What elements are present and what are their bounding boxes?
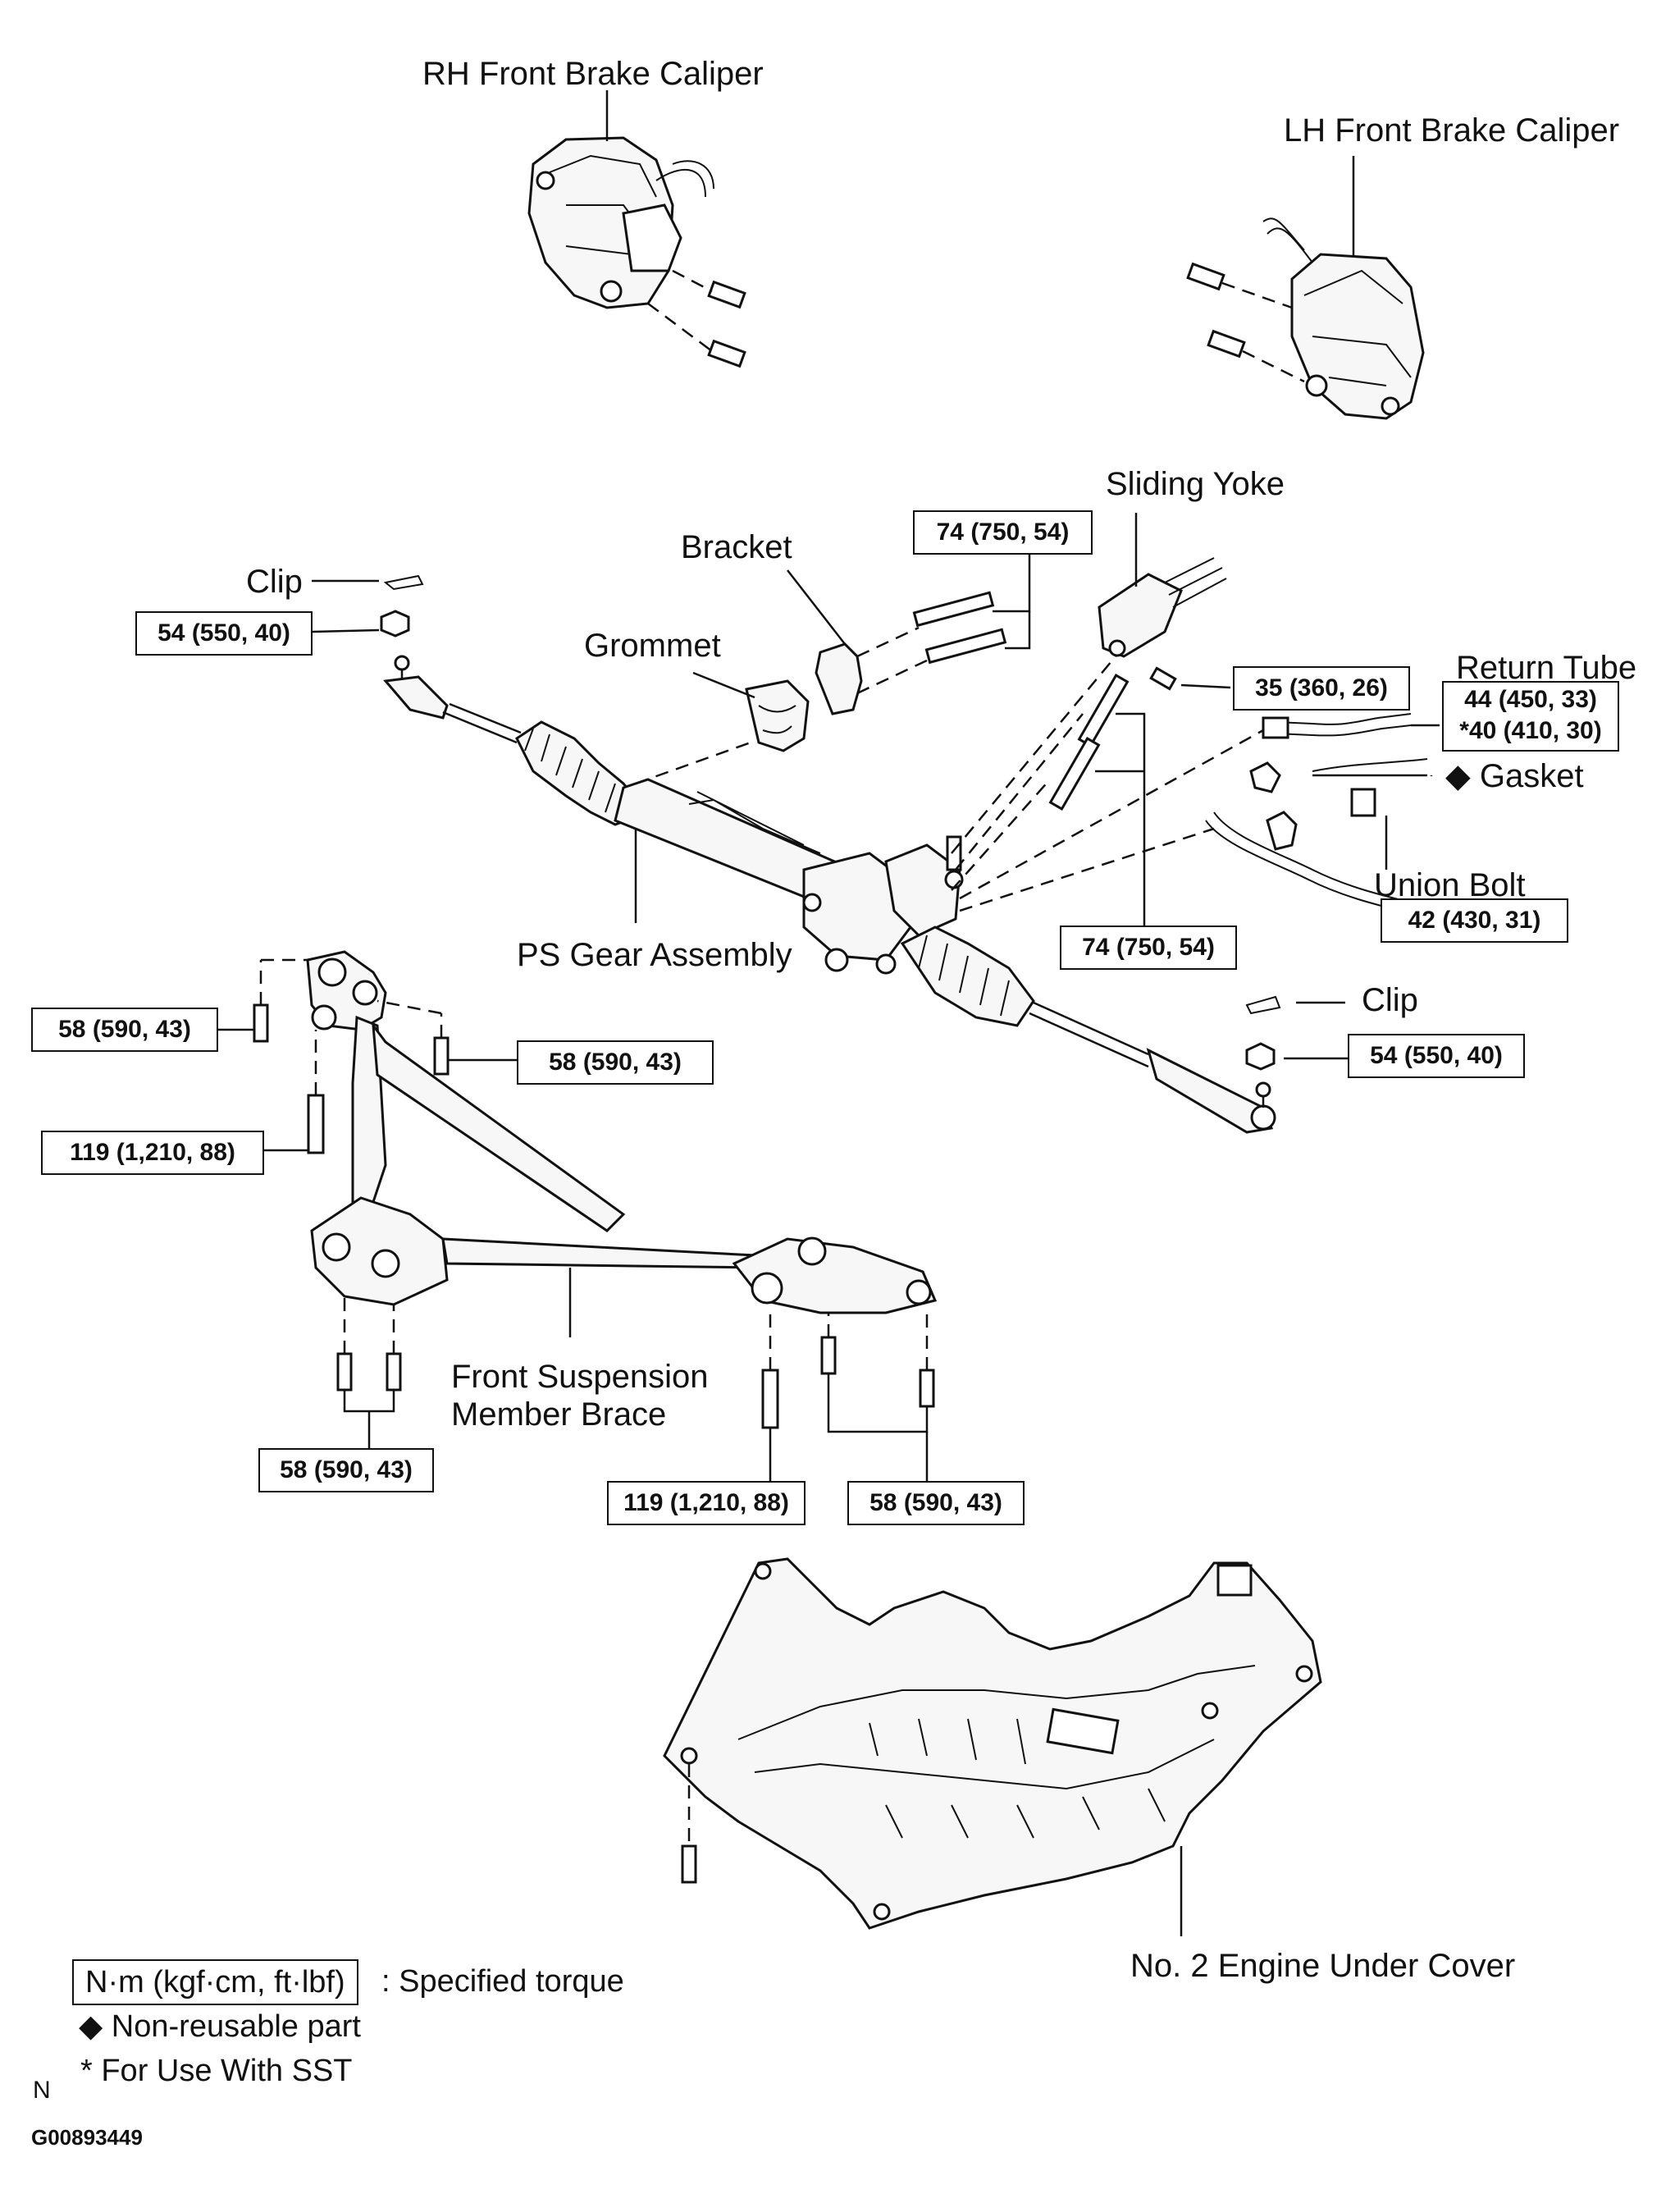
legend-sst: * For Use With SST: [80, 2054, 353, 2088]
grommet-drawing: [745, 679, 810, 752]
lh-front-brake-caliper-label: LH Front Brake Caliper: [1284, 112, 1620, 149]
legend-diamond-icon: ◆: [79, 2009, 103, 2044]
torque-box-brace-bolt-a: 58 (590, 43): [31, 1008, 218, 1052]
right-clip-nut-drawing: [1245, 995, 1281, 1071]
legend-units-description: : Specified torque: [381, 1964, 624, 1999]
torque-box-bracket-bolts: 74 (750, 54): [913, 510, 1093, 555]
torque-box-return-tube: 44 (450, 33) *40 (410, 30): [1442, 681, 1619, 752]
union-bolt-label: Union Bolt: [1374, 867, 1526, 903]
return-tube-label: Return Tube: [1456, 650, 1637, 686]
footer-letter: N: [33, 2077, 51, 2104]
return-tube-drawing: [1205, 713, 1428, 913]
front-suspension-member-brace-drawing: [306, 950, 938, 1314]
torque-box-right-tie-rod-nut: 54 (550, 40): [1348, 1034, 1525, 1078]
torque-box-brace-bolt-d: 58 (590, 43): [847, 1481, 1025, 1525]
legend-nonreusable-text: Non-reusable part: [111, 2009, 361, 2044]
engine-under-cover-drawing: [663, 1557, 1322, 1930]
torque-box-left-tie-rod-nut: 54 (550, 40): [135, 611, 313, 656]
sliding-yoke-drawing: [1098, 557, 1227, 691]
front-suspension-member-brace-label-line2: Member Brace: [451, 1396, 667, 1433]
figure-code: G00893449: [31, 2125, 143, 2150]
bracket-label: Bracket: [681, 529, 792, 565]
diamond-icon: ◆: [1445, 758, 1471, 794]
torque-return-tube-value: 44 (450, 33): [1464, 686, 1597, 713]
lh-brake-caliper-drawing: [1186, 217, 1425, 420]
torque-box-sliding-yoke-bolt: 35 (360, 26): [1233, 666, 1410, 711]
torque-return-tube-sst-value: *40 (410, 30): [1459, 717, 1602, 744]
ps-gear-assembly-drawing: [383, 655, 1276, 1134]
left-clip-nut-drawing: [380, 574, 424, 638]
sliding-yoke-label: Sliding Yoke: [1106, 466, 1285, 502]
clip-right-label: Clip: [1362, 982, 1418, 1018]
rh-front-brake-caliper-label: RH Front Brake Caliper: [422, 56, 764, 92]
bracket-drawing: [815, 591, 1007, 715]
ps-gear-assembly-label: PS Gear Assembly: [517, 937, 792, 973]
torque-box-brace-bolt-b: 58 (590, 43): [517, 1040, 714, 1085]
grommet-label: Grommet: [584, 628, 721, 664]
torque-box-brace-stud-left: 119 (1,210, 88): [41, 1131, 264, 1175]
gasket-text: Gasket: [1479, 758, 1584, 794]
torque-box-union-bolt: 42 (430, 31): [1381, 898, 1568, 943]
gasket-label: ◆ Gasket: [1445, 756, 1584, 796]
front-suspension-member-brace-label-line1: Front Suspension: [451, 1359, 709, 1395]
rh-brake-caliper-drawing: [527, 136, 746, 368]
torque-box-gear-mount-bolts: 74 (750, 54): [1060, 925, 1237, 970]
engine-under-cover-label: No. 2 Engine Under Cover: [1130, 1948, 1516, 1984]
legend-nonreusable: ◆ Non-reusable part: [79, 2009, 361, 2046]
legend-units-box: N·m (kgf·cm, ft·lbf): [72, 1959, 358, 2005]
torque-box-brace-bolt-c: 58 (590, 43): [258, 1448, 434, 1492]
clip-left-label: Clip: [246, 564, 303, 600]
torque-box-brace-stud-bottom: 119 (1,210, 88): [607, 1481, 806, 1525]
